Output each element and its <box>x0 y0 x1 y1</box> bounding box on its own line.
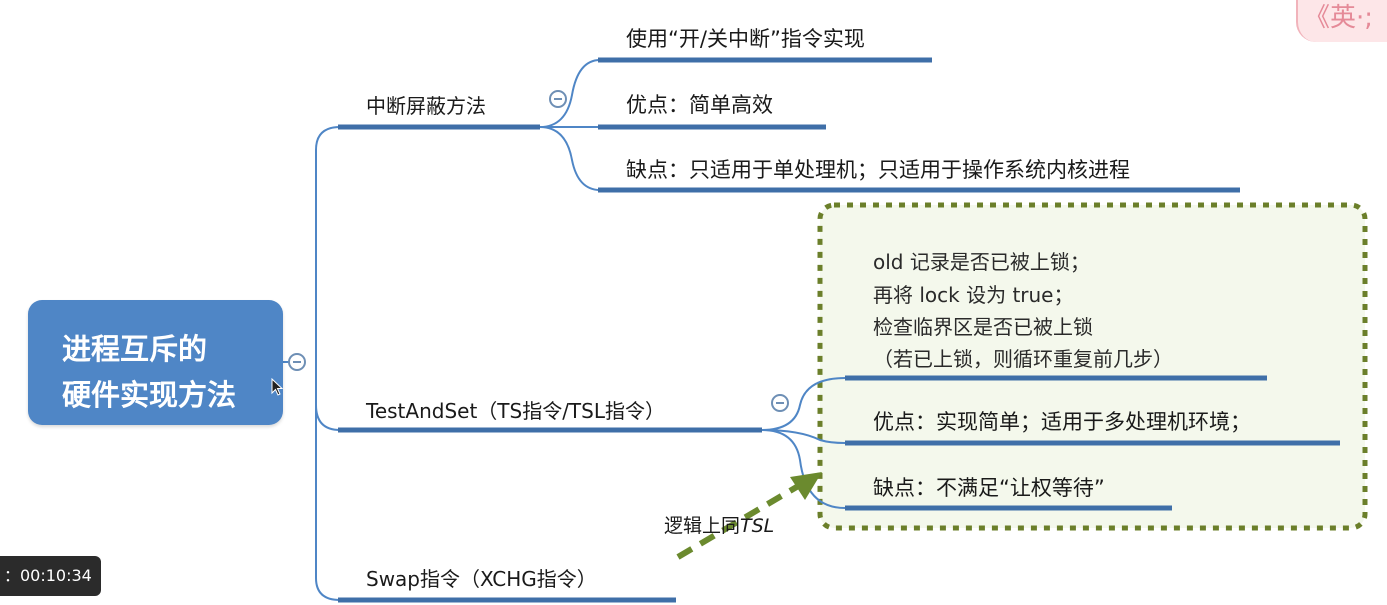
annotation-label-italic: TSL <box>740 515 775 537</box>
connector-ts-1 <box>761 429 846 444</box>
main-trunk <box>315 126 341 601</box>
annotation-arrow-shaft <box>676 482 802 560</box>
ime-indicator: 《英·; <box>1296 0 1387 42</box>
branch-swap[interactable]: Swap指令（XCHG指令） <box>366 567 597 591</box>
collapse-toggle-testandset[interactable] <box>771 394 789 412</box>
video-timestamp: ：00:10:34 <box>0 556 101 596</box>
interrupt-child-advantage[interactable]: 优点：简单高效 <box>626 93 773 117</box>
ts-note-line-1: old 记录是否已被上锁； <box>873 250 1090 274</box>
interrupt-child-disadvantage[interactable]: 缺点：只适用于单处理机；只适用于操作系统内核进程 <box>626 158 1130 182</box>
branch-testandset[interactable]: TestAndSet（TS指令/TSL指令） <box>366 399 665 423</box>
trunk-to-testandset <box>315 404 341 431</box>
connector-interrupt-1 <box>539 59 601 128</box>
root-node[interactable] <box>28 300 283 425</box>
root-title-line-2: 硬件实现方法 <box>62 378 237 412</box>
ts-note-line-3: 检查临界区是否已被上锁 <box>873 315 1093 339</box>
interrupt-child-implementation[interactable]: 使用“开/关中断”指令实现 <box>626 27 865 51</box>
note-callout-box <box>817 202 1368 531</box>
ts-child-advantage[interactable]: 优点：实现简单；适用于多处理机环境； <box>873 410 1251 434</box>
connector-ts-2 <box>761 429 846 509</box>
mouse-cursor-icon <box>271 378 283 396</box>
collapse-toggle-root[interactable] <box>288 353 306 371</box>
ts-note-line-4: （若已上锁，则循环重复前几步） <box>873 347 1173 371</box>
annotation-label: 逻辑上同TSL <box>664 511 774 538</box>
branch-interrupt-masking[interactable]: 中断屏蔽方法 <box>366 94 486 118</box>
annotation-label-prefix: 逻辑上同 <box>664 515 741 537</box>
ts-child-disadvantage[interactable]: 缺点：不满足“让权等待” <box>873 476 1105 500</box>
annotation-arrow-head <box>790 472 822 500</box>
ts-note-line-2: 再将 lock 设为 true； <box>873 283 1074 307</box>
connector-interrupt-3 <box>539 126 601 191</box>
root-title-line-1: 进程互斥的 <box>62 332 208 366</box>
connector-ts-note <box>761 377 846 431</box>
collapse-toggle-interrupt[interactable] <box>549 90 567 108</box>
